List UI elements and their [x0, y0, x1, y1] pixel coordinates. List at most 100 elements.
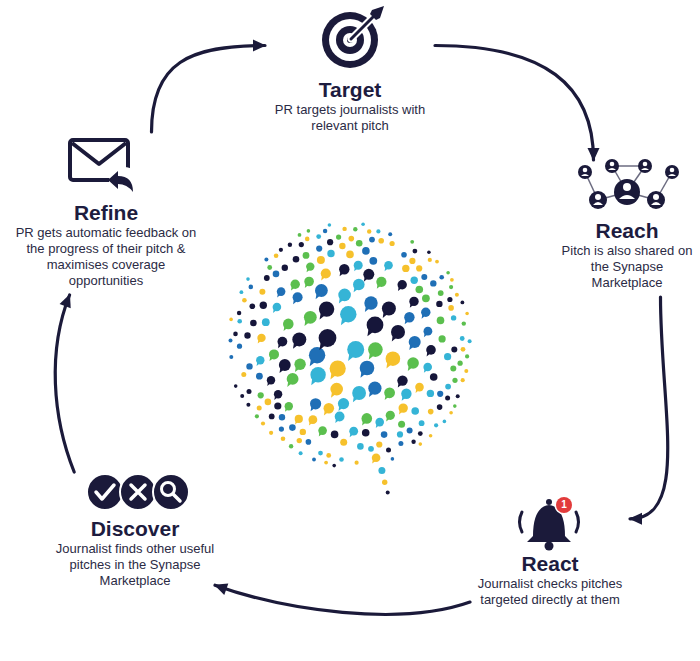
bubble-dot [265, 399, 272, 406]
bubble-dot [404, 312, 414, 324]
cycle-step: RefinePR gets automatic feedback on the … [15, 132, 197, 295]
bubble-dot [285, 402, 293, 412]
step-heading: Reach [560, 218, 694, 243]
bubble-dot [421, 308, 430, 319]
bubble-dot [291, 280, 300, 291]
bubble-dot [391, 457, 395, 461]
bubble-dot [293, 256, 300, 263]
bubble-dot [321, 268, 331, 280]
bubble-dot [439, 335, 446, 342]
cycle-step: DiscoverJournalist finds other useful pi… [55, 472, 215, 595]
bubble-dot [264, 257, 268, 261]
bubble-dot [461, 347, 466, 352]
bubble-dot [310, 398, 321, 411]
bubble-dot [326, 453, 331, 458]
bubble-dot [340, 306, 356, 325]
bubble-dot [234, 384, 238, 388]
bubble-dot [336, 235, 341, 240]
bubble-dot [347, 341, 364, 361]
bubble-dot [384, 387, 395, 400]
bubble-dot [361, 222, 365, 226]
bubble-dot [282, 265, 288, 271]
bubble-dot [445, 384, 451, 390]
bubble-dot [375, 418, 384, 428]
bubble-dot [384, 261, 393, 271]
bubble-dot [399, 403, 408, 414]
bubble-dot [305, 237, 310, 242]
bubble-dot [229, 355, 233, 359]
bubble-dot [458, 361, 463, 366]
bubble-dot [363, 269, 374, 282]
bubble-dot [300, 429, 306, 435]
bubble-dot [340, 439, 347, 446]
bubble-dot [328, 223, 332, 227]
bubble-dot [398, 280, 407, 291]
bubble-dot [422, 294, 430, 302]
bubble-dot [427, 250, 431, 254]
bubble-dot [240, 394, 244, 398]
bubble-dot [430, 280, 436, 286]
bubble-dot [411, 407, 419, 415]
bubble-dot [259, 289, 265, 295]
bubble-dot [273, 303, 282, 313]
bubble-dot [460, 336, 465, 341]
bubble-dot [428, 258, 432, 262]
bubble-dot [346, 251, 354, 259]
bubble-dot [246, 363, 252, 369]
bubble-dot [465, 312, 469, 316]
step-heading: Target [265, 77, 435, 102]
bubble-dot [419, 420, 425, 426]
bubble-dot [376, 441, 382, 447]
bubble-dot [436, 301, 442, 307]
bell-icon [520, 496, 579, 551]
bubble-dot [367, 229, 371, 233]
bubble-dot [397, 431, 403, 437]
bubble-dot [338, 398, 349, 411]
bubble-dot [316, 234, 321, 239]
bubble-dot [309, 415, 318, 425]
bubble-dot [246, 403, 250, 407]
bubble-dot [416, 286, 424, 294]
bubble-dot [229, 339, 233, 343]
bubble-dot [240, 290, 244, 294]
bubble-dot [319, 301, 334, 319]
bubble-dot [289, 424, 296, 431]
bubble-dot [451, 346, 457, 352]
bubble-dot [391, 325, 405, 341]
bubble-dot [338, 289, 351, 304]
bubble-dot [461, 378, 465, 382]
bubble-dot [256, 356, 264, 366]
bubble-dot [262, 318, 270, 326]
bubble-dot [354, 261, 363, 272]
cycle-arrow [215, 585, 470, 614]
bubble-dot [257, 405, 262, 410]
bubble-dot [247, 389, 252, 394]
bubble-dot [242, 298, 247, 303]
bubble-dot [318, 451, 323, 456]
bubble-dot [327, 239, 333, 245]
bubble-dot [382, 302, 396, 318]
bubble-dot [409, 297, 418, 308]
bubble-dot [450, 278, 454, 282]
bubble-dot [402, 265, 409, 272]
bubble-dot [449, 285, 453, 289]
bubble-dot [419, 442, 423, 446]
bubble-dot [246, 277, 250, 281]
step-heading: React [470, 551, 630, 576]
bubble-dot [386, 448, 391, 453]
bubble-dot [427, 390, 434, 397]
bubble-dot [362, 429, 370, 437]
bubble-dot [464, 369, 468, 373]
bubble-dot [386, 411, 395, 422]
bubble-dot [357, 443, 364, 450]
bubble-dot [316, 246, 322, 252]
bubble-dot [449, 411, 453, 415]
bubble-dot [304, 311, 317, 326]
bubble-dot [418, 431, 423, 436]
bubble-dot [409, 258, 415, 264]
bubble-dot [355, 461, 359, 465]
bubble-dot [250, 304, 256, 310]
bubble-dot [279, 359, 291, 373]
bubble-dot [237, 344, 242, 349]
bubble-dot [349, 236, 355, 242]
